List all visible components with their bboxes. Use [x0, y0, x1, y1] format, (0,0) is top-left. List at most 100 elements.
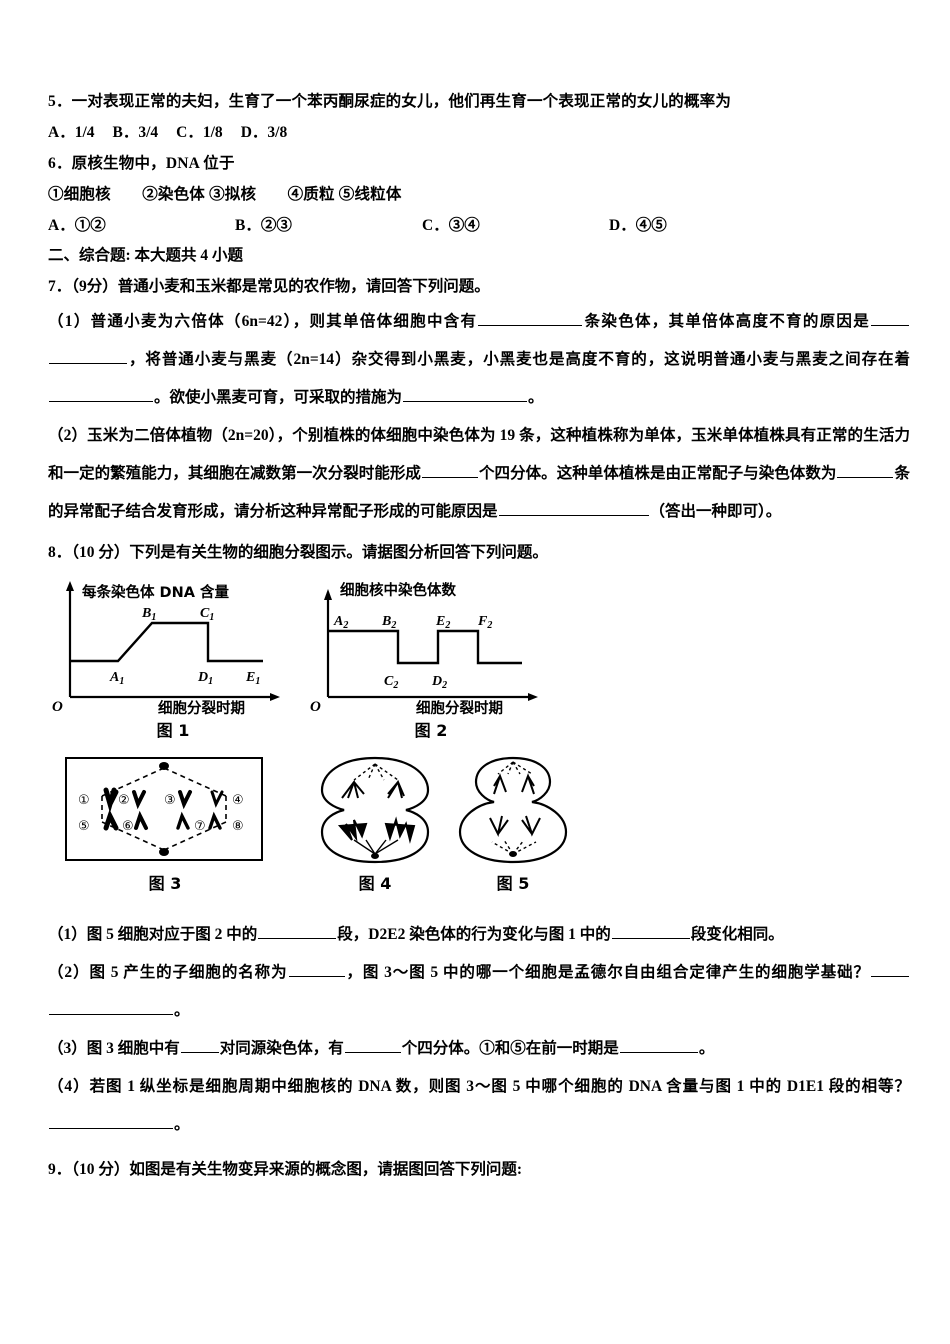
figure-5-svg — [458, 756, 568, 864]
cell-membrane — [458, 756, 568, 864]
question-8-part-1: （1）图 5 细胞对应于图 2 中的段，D2E2 染色体的行为变化与图 1 中的… — [48, 916, 910, 954]
point-label-c2: C2 — [384, 674, 398, 691]
answer-blank[interactable] — [870, 961, 909, 977]
question-6-items: ①细胞核 ②染色体 ③拟核 ④质粒 ⑤线粒体 — [48, 186, 402, 203]
figure-group-charts: 每条染色体 DNA 含量 细胞分裂时期 O A1 B1 C1 D1 E1 图 1 — [48, 575, 910, 750]
answer-blank[interactable] — [344, 1037, 401, 1053]
y-axis-label: 细胞核中染色体数 — [340, 581, 456, 599]
answer-blank[interactable] — [837, 462, 894, 478]
answer-blank[interactable] — [288, 961, 345, 977]
question-8-text: 下列是有关生物的细胞分裂图示。请据图分析回答下列问题。 — [129, 544, 548, 561]
spindle-pole-top — [159, 762, 169, 770]
point-label-c1: C1 — [200, 606, 214, 623]
part-text-4: 。欲使小黑麦可育，可采取的措施为 — [154, 389, 403, 406]
data-curve — [328, 629, 522, 665]
part-text-3: 。 — [174, 1002, 190, 1019]
chromosome-label-6: ⑥ — [122, 819, 134, 834]
option-c[interactable]: C．③④ — [422, 217, 480, 234]
option-a[interactable]: A．①② — [48, 217, 106, 234]
data-curve — [70, 621, 263, 663]
point-label-a1: A1 — [109, 670, 124, 687]
figure-1: 每条染色体 DNA 含量 细胞分裂时期 O A1 B1 C1 D1 E1 图 1 — [48, 575, 298, 741]
figure-3: ① ② ③ ④ ⑤ ⑥ ⑦ ⑧ 图 3 — [60, 754, 270, 894]
question-8-part-2: （2）图 5 产生的子细胞的名称为，图 3～图 5 中的哪一个细胞是孟德尔自由组… — [48, 954, 910, 1030]
answer-blank[interactable] — [403, 386, 528, 402]
answer-blank[interactable] — [49, 386, 153, 402]
point-label-d2: D2 — [431, 674, 447, 691]
question-7-part-2: （2）玉米为二倍体植物（2n=20），个别植株的体细胞中染色体为 19 条，这种… — [48, 417, 910, 531]
part-text-3: ，将普通小麦与黑麦（2n=14）杂交得到小黑麦，小黑麦也是高度不育的，这说明普通… — [128, 351, 910, 368]
part-text-1: 图 5 细胞对应于图 2 中的 — [86, 926, 258, 943]
chromosome-label-4: ④ — [232, 793, 244, 808]
y-axis-arrow — [324, 589, 332, 600]
answer-blank[interactable] — [180, 1037, 219, 1053]
chromosomes-row-1 — [103, 787, 224, 814]
figure-3-caption: 图 3 — [148, 874, 182, 893]
answer-blank[interactable] — [49, 348, 127, 364]
option-c[interactable]: C．1/8 — [176, 124, 223, 141]
figure-4: 图 4 — [310, 754, 440, 894]
option-b[interactable]: B．3/4 — [112, 124, 159, 141]
x-axis-arrow — [270, 693, 280, 701]
option-d[interactable]: D．3/8 — [240, 124, 288, 141]
page-content: 5．一对表现正常的夫妇，生育了一个苯丙酮尿症的女儿，他们再生育一个表现正常的女儿… — [48, 86, 910, 1186]
option-a[interactable]: A．1/4 — [48, 124, 95, 141]
option-d[interactable]: D．④⑤ — [609, 217, 667, 234]
figure-2: 细胞核中染色体数 细胞分裂时期 O A2 B2 C2 D2 E2 F2 图 2 — [306, 575, 556, 741]
part-text-2: 条染色体，其单倍体高度不育的原因是 — [583, 313, 870, 330]
chromosomes-bottom — [337, 816, 416, 844]
part-label: （1） — [48, 926, 87, 943]
question-8-part-3: （3）图 3 细胞中有对同源染色体，有个四分体。①和⑤在前一时期是。 — [48, 1030, 910, 1068]
question-5-number: 5 — [48, 93, 56, 110]
spindle-pole-bottom — [509, 851, 517, 857]
spindle-fibers-top — [497, 761, 533, 775]
point-label-b1: B1 — [141, 606, 156, 623]
question-7-part-1: （1）普通小麦为六倍体（6n=42），则其单倍体细胞中含有条染色体，其单倍体高度… — [48, 303, 910, 417]
question-6-text: ．原核生物中，DNA 位于 — [55, 155, 235, 172]
cell-boundary — [65, 757, 263, 861]
figure-5: 图 5 — [448, 754, 578, 894]
answer-blank[interactable] — [478, 310, 583, 326]
x-axis-arrow — [528, 693, 538, 701]
answer-blank[interactable] — [49, 1113, 173, 1129]
answer-blank[interactable] — [258, 923, 337, 939]
answer-blank[interactable] — [870, 310, 909, 326]
figure-2-caption: 图 2 — [414, 721, 448, 740]
spindle-pole-bottom — [159, 848, 169, 856]
figure-1-caption: 图 1 — [156, 721, 190, 740]
answer-blank[interactable] — [619, 1037, 698, 1053]
answer-blank[interactable] — [49, 999, 173, 1015]
chromosome-label-7: ⑦ — [194, 819, 206, 834]
point-label-f2: F2 — [477, 614, 492, 631]
question-5-options: A．1/4 B．3/4 C．1/8 D．3/8 — [48, 117, 910, 148]
option-b[interactable]: B．②③ — [235, 217, 292, 234]
part-label: （4） — [48, 1078, 90, 1095]
part-text-3: 条的异常配子结合发育形成，请分析这种异常配子形成的可能原因是 — [48, 465, 910, 520]
chromosome-label-5: ⑤ — [78, 819, 90, 834]
answer-blank[interactable] — [421, 462, 478, 478]
question-8-score: （10 分） — [71, 544, 130, 561]
point-label-d1: D1 — [197, 670, 213, 687]
part-label: （3） — [48, 1040, 87, 1057]
answer-blank[interactable] — [498, 500, 649, 516]
y-axis-label: 每条染色体 DNA 含量 — [82, 583, 229, 601]
question-9-number: 9 — [48, 1161, 56, 1178]
point-label-e1: E1 — [245, 670, 260, 687]
question-8-part-4: （4）若图 1 纵坐标是细胞周期中细胞核的 DNA 数，则图 3～图 5 中哪个… — [48, 1068, 910, 1144]
answer-blank[interactable] — [611, 923, 690, 939]
part-label: （2） — [48, 427, 88, 444]
part-text-2: 个四分体。这种单体植株是由正常配子与染色体数为 — [478, 465, 837, 482]
figure-2-svg: 细胞核中染色体数 细胞分裂时期 O A2 B2 C2 D2 E2 F2 — [310, 581, 538, 715]
spindle-fibers-top — [353, 763, 399, 781]
chromosome-label-8: ⑧ — [232, 819, 244, 834]
question-7-score: （9分） — [71, 278, 118, 295]
question-9-stem: 9．（10 分）如图是有关生物变异来源的概念图，请据图回答下列问题: — [48, 1161, 523, 1178]
figure-1-svg: 每条染色体 DNA 含量 细胞分裂时期 O A1 B1 C1 D1 E1 — [52, 581, 280, 715]
question-6-options: A．①② B．②③ C．③④ D．④⑤ — [48, 210, 910, 241]
chromosomes-top — [341, 779, 405, 799]
figure-4-caption: 图 4 — [358, 874, 392, 893]
part-text-2: 。 — [174, 1116, 190, 1133]
cell-membrane — [320, 756, 430, 864]
y-axis-arrow — [66, 581, 74, 591]
